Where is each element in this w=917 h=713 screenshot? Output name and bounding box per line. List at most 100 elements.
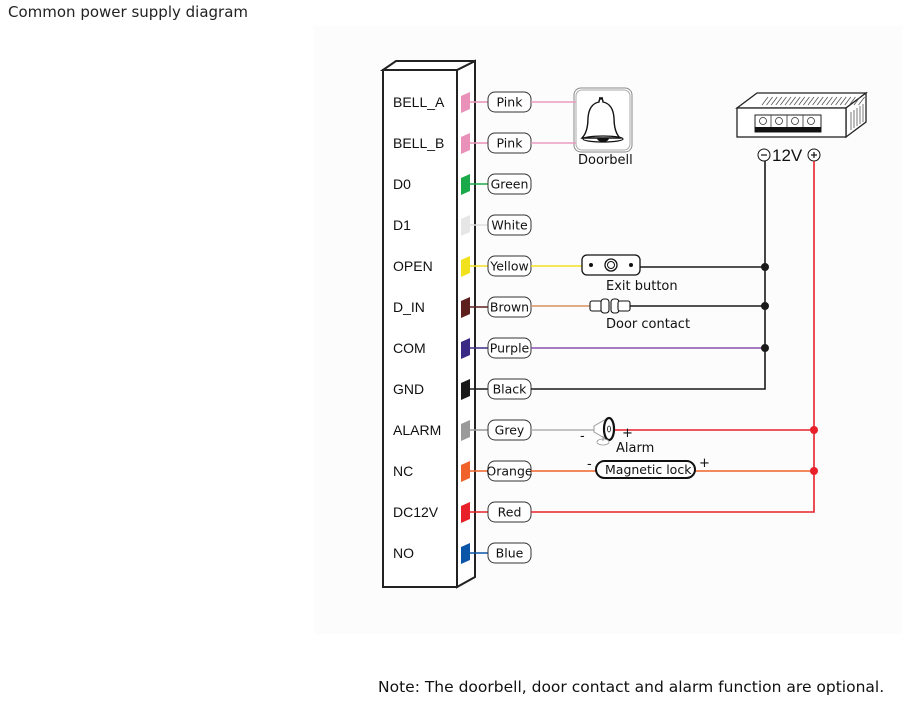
terminal-label: COM [393,340,426,356]
terminal-row: NC Orange [393,460,533,482]
terminal-swatch [461,379,470,400]
terminal-label: DC12V [393,504,439,520]
wire-color-label: Black [493,382,528,397]
terminal-row: BELL_B Pink [393,132,532,154]
alarm-label: Alarm [616,441,654,456]
vent-line [780,96,787,106]
terminal-label: OPEN [393,258,433,274]
wire-gnd-negative-bus [531,161,766,390]
lock-minus-sign: - [587,457,592,472]
vent-line [816,96,824,106]
junction-dot [810,467,818,475]
screw-icon [791,117,799,125]
bell-icon [580,97,624,143]
magnetic-lock-label: Magnetic lock [605,462,692,477]
vent-line [807,96,815,106]
vent-line [793,96,801,106]
terminal-row: DC12V Red [393,501,532,523]
alarm-device: - + Alarm [580,416,654,456]
terminal-swatch [461,256,470,277]
vent-line [839,96,847,106]
vent-line [821,96,829,106]
terminal-label: NC [393,463,413,479]
wire-color-pill [487,542,532,564]
wire-color-label: White [491,218,528,233]
doorbell-device: Doorbell [573,87,633,168]
terminal-swatch [461,502,470,523]
terminal-label: BELL_B [393,135,444,151]
vent-line [844,96,852,106]
terminal-swatch [461,543,470,564]
wire-color-label: Blue [496,546,524,561]
terminal-row: D_IN Brown [393,296,532,318]
wire-color-label: Green [491,177,529,192]
vent-line [849,96,856,106]
plus-terminal-icon [807,148,821,162]
wire-color-label: Purple [490,341,530,356]
vent-line [812,96,819,106]
terminal-label: D0 [393,176,411,192]
exit-button-device: Exit button [581,254,678,294]
wire-color-pill [487,296,532,318]
terminal-swatch [461,92,470,113]
terminal-swatch [461,461,470,482]
terminal-swatch [461,420,470,441]
vent-line [766,96,773,106]
terminal-label: GND [393,381,424,397]
vent-line [826,96,833,106]
wire-color-label: Pink [497,136,524,151]
terminal-row: D1 White [393,214,532,236]
vent-line [761,96,769,106]
vent-line [853,96,861,106]
junction-dot [810,426,818,434]
vent-line [775,96,783,106]
siren-icon [593,416,616,446]
terminal-label: D1 [393,217,411,233]
alarm-plus-sign: + [622,426,633,441]
wire-color-label: Red [498,505,522,520]
door-contact-device: Door contact [589,298,690,332]
vent-line [858,96,865,106]
screw-icon [807,117,815,125]
junction-dot [761,344,769,352]
wire-color-label: Pink [497,95,524,110]
minus-terminal-icon [757,148,771,162]
wire-color-label: Grey [495,423,525,438]
screw-icon [775,117,783,125]
page-title: Common power supply diagram [8,3,249,21]
screw-icon [759,117,767,125]
door-contact-label: Door contact [606,317,690,332]
terminal-label: D_IN [393,299,425,315]
terminal-row: GND Black [393,378,532,400]
wire-color-pill [487,214,532,236]
wire-color-pill [487,173,532,195]
terminal-label: ALARM [393,422,441,438]
terminal-row: ALARM Grey [393,419,532,441]
vent-line [789,96,796,106]
wire-color-label: Orange [486,464,532,479]
note-text: Note: The doorbell, door contact and ala… [378,678,885,696]
terminal-label: BELL_A [393,94,445,110]
lock-plus-sign: + [699,456,710,471]
wire-color-label: Brown [490,300,529,315]
exit-button-label: Exit button [606,279,678,294]
vent-line [798,96,806,106]
power-supply: 12V [735,91,868,165]
terminal-row: COM Purple [393,337,532,359]
terminal-row: OPEN Yellow [393,255,532,277]
wire-dc12v-positive-bus [531,161,815,513]
terminal-row: BELL_A Pink [393,91,532,113]
vent-line [770,96,778,106]
terminal-swatch [461,174,470,195]
terminal-row: NO Blue [393,542,532,564]
vent-line [835,96,842,106]
terminal-row: D0 Green [393,173,532,195]
terminal-swatch [461,297,470,318]
vent-line [784,96,792,106]
terminal-swatch [461,215,470,236]
terminal-label: NO [393,545,414,561]
junction-dot [761,302,769,310]
vent-line [830,96,838,106]
wire-color-label: Yellow [489,259,528,274]
